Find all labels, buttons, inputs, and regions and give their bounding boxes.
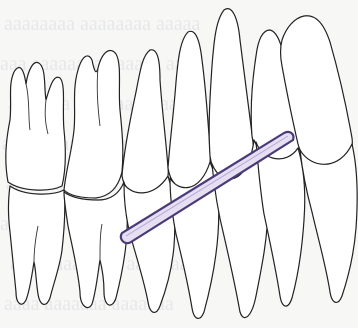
lower-central-incisor [300, 144, 357, 302]
lower-molar-2 [64, 182, 127, 308]
svg-text:aaaaaaaa aaaaaaaa aaaaa: aaaaaaaa aaaaaaaa aaaaa [4, 13, 201, 35]
lower-molar-1 [9, 186, 65, 304]
upper-molar-1 [6, 62, 65, 190]
lower-premolar-1 [124, 176, 175, 312]
